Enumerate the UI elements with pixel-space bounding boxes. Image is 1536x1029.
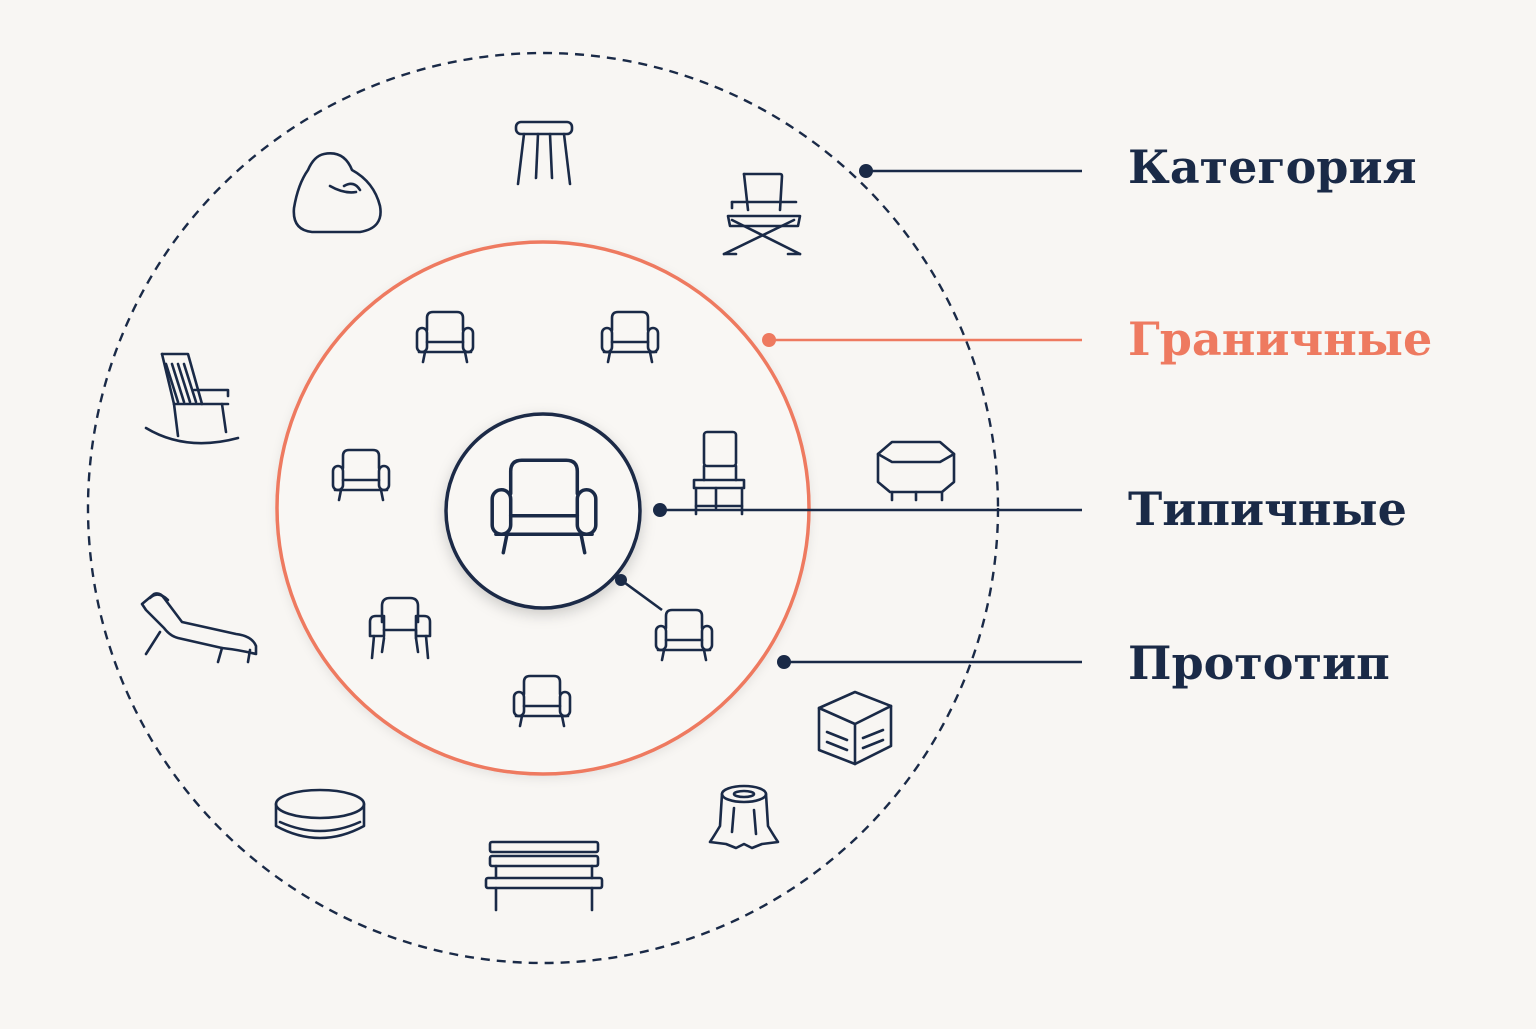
category-label: Категория bbox=[1128, 140, 1417, 194]
typical-leader-dot bbox=[653, 503, 667, 517]
tree-stump-icon bbox=[708, 784, 780, 850]
prototype-leader-dot bbox=[777, 655, 791, 669]
chaise-lounge-icon bbox=[140, 592, 258, 664]
borderline-label: Граничные bbox=[1128, 312, 1433, 366]
prototype-connector-dot bbox=[615, 574, 627, 586]
bench-icon bbox=[484, 840, 604, 912]
director-chair-icon bbox=[722, 172, 802, 256]
stool-icon bbox=[514, 120, 574, 186]
ottoman-icon bbox=[876, 440, 956, 502]
typical-label: Типичные bbox=[1128, 482, 1407, 536]
prototype-label: Прототип bbox=[1128, 636, 1390, 690]
bean-bag-icon bbox=[292, 152, 382, 234]
category-boundary bbox=[86, 51, 1000, 965]
crate-icon bbox=[817, 690, 893, 766]
floor-pouf-icon bbox=[274, 788, 366, 840]
borderline-leader-dot bbox=[762, 333, 776, 347]
prototype-connector-line bbox=[620, 578, 663, 612]
prototype-circle bbox=[444, 412, 642, 610]
rocking-chair-icon bbox=[144, 352, 240, 445]
category-leader-dot bbox=[859, 164, 873, 178]
